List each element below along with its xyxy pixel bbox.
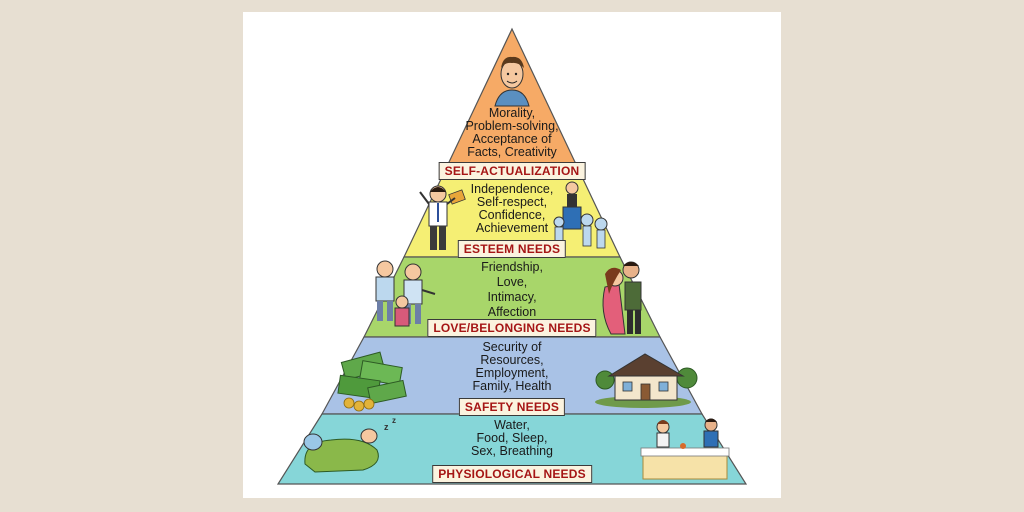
cheering-businessman-icon: [419, 185, 466, 250]
dining-couple-icon: [640, 418, 730, 480]
family-group-icon: [375, 260, 436, 327]
self-actualization-label: SELF-ACTUALIZATION: [438, 162, 586, 180]
esteem-needs-label: ESTEEM NEEDS: [457, 240, 567, 258]
self-actualization-description: Morality, Problem-solving, Acceptance of…: [465, 106, 559, 159]
house-icon: [595, 353, 698, 408]
winner-podium-icon: [553, 181, 608, 249]
diagram-panel: z z Morality, Problem-solving, Acceptanc…: [243, 12, 781, 498]
svg-text:z: z: [392, 416, 396, 425]
svg-text:z: z: [384, 422, 389, 432]
esteem-description: Independence, Self-respect, Confidence, …: [470, 182, 554, 235]
safety-needs-label: SAFETY NEEDS: [458, 398, 566, 416]
kissing-couple-icon: [602, 261, 642, 335]
physiological-needs-label: PHYSIOLOGICAL NEEDS: [432, 465, 592, 483]
tier-physiological: [276, 413, 748, 485]
money-pile-icon: [337, 351, 407, 412]
love-belonging-description: Friendship, Love, Intimacy, Affection: [481, 260, 543, 319]
maslow-pyramid: z z: [276, 27, 748, 485]
love-belonging-needs-label: LOVE/BELONGING NEEDS: [427, 319, 597, 337]
thinking-man-icon: [494, 56, 530, 107]
sleeping-man-icon: z z: [303, 416, 396, 473]
physiological-description: Water, Food, Sleep, Sex, Breathing: [471, 418, 553, 458]
safety-description: Security of Resources, Employment, Famil…: [472, 340, 552, 393]
